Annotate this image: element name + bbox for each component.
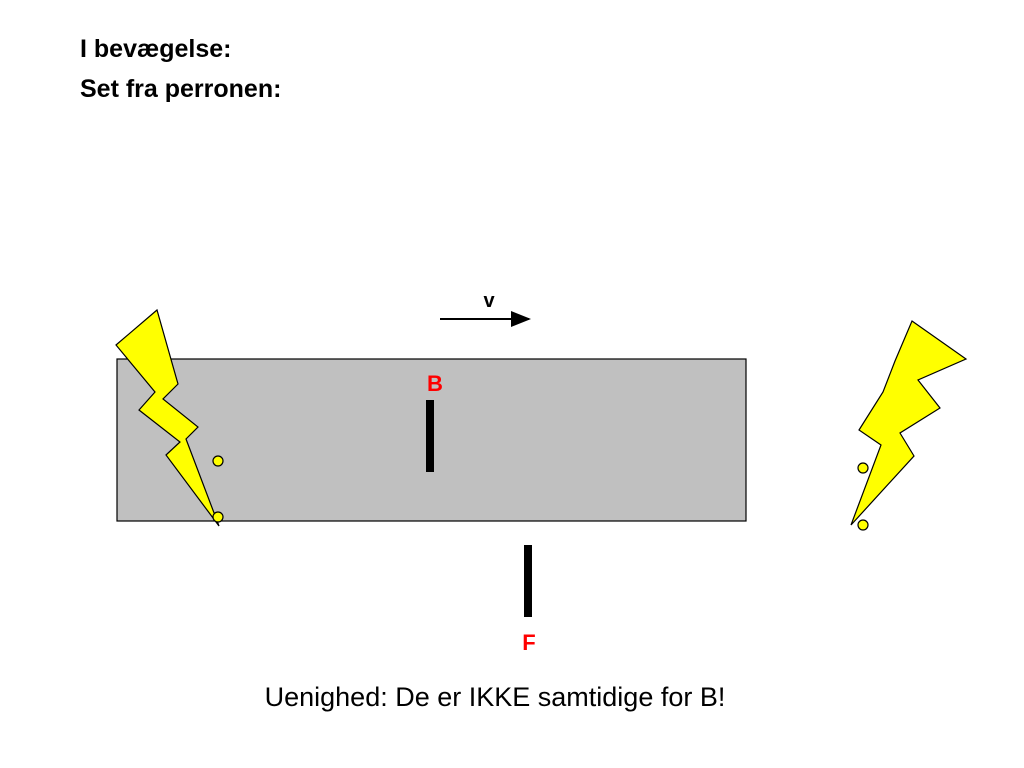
observer-f-label: F <box>522 630 535 655</box>
slide-title-line-1: I bevægelse: <box>80 35 232 63</box>
lightning-bolt-icon <box>115 308 220 527</box>
light-front-marker <box>212 511 224 523</box>
observer-b-marker <box>426 400 434 472</box>
observer-f-marker <box>524 545 532 617</box>
light-front-marker <box>857 519 869 531</box>
slide-title-line-2: Set fra perronen: <box>80 75 282 103</box>
slide-caption: Uenighed: De er IKKE samtidige for B! <box>264 682 726 712</box>
light-front-marker <box>857 462 869 474</box>
lightning-bolt-icon <box>850 320 968 526</box>
observer-b-label: B <box>427 371 443 396</box>
light-front-marker <box>212 455 224 467</box>
velocity-label: v <box>483 290 495 312</box>
